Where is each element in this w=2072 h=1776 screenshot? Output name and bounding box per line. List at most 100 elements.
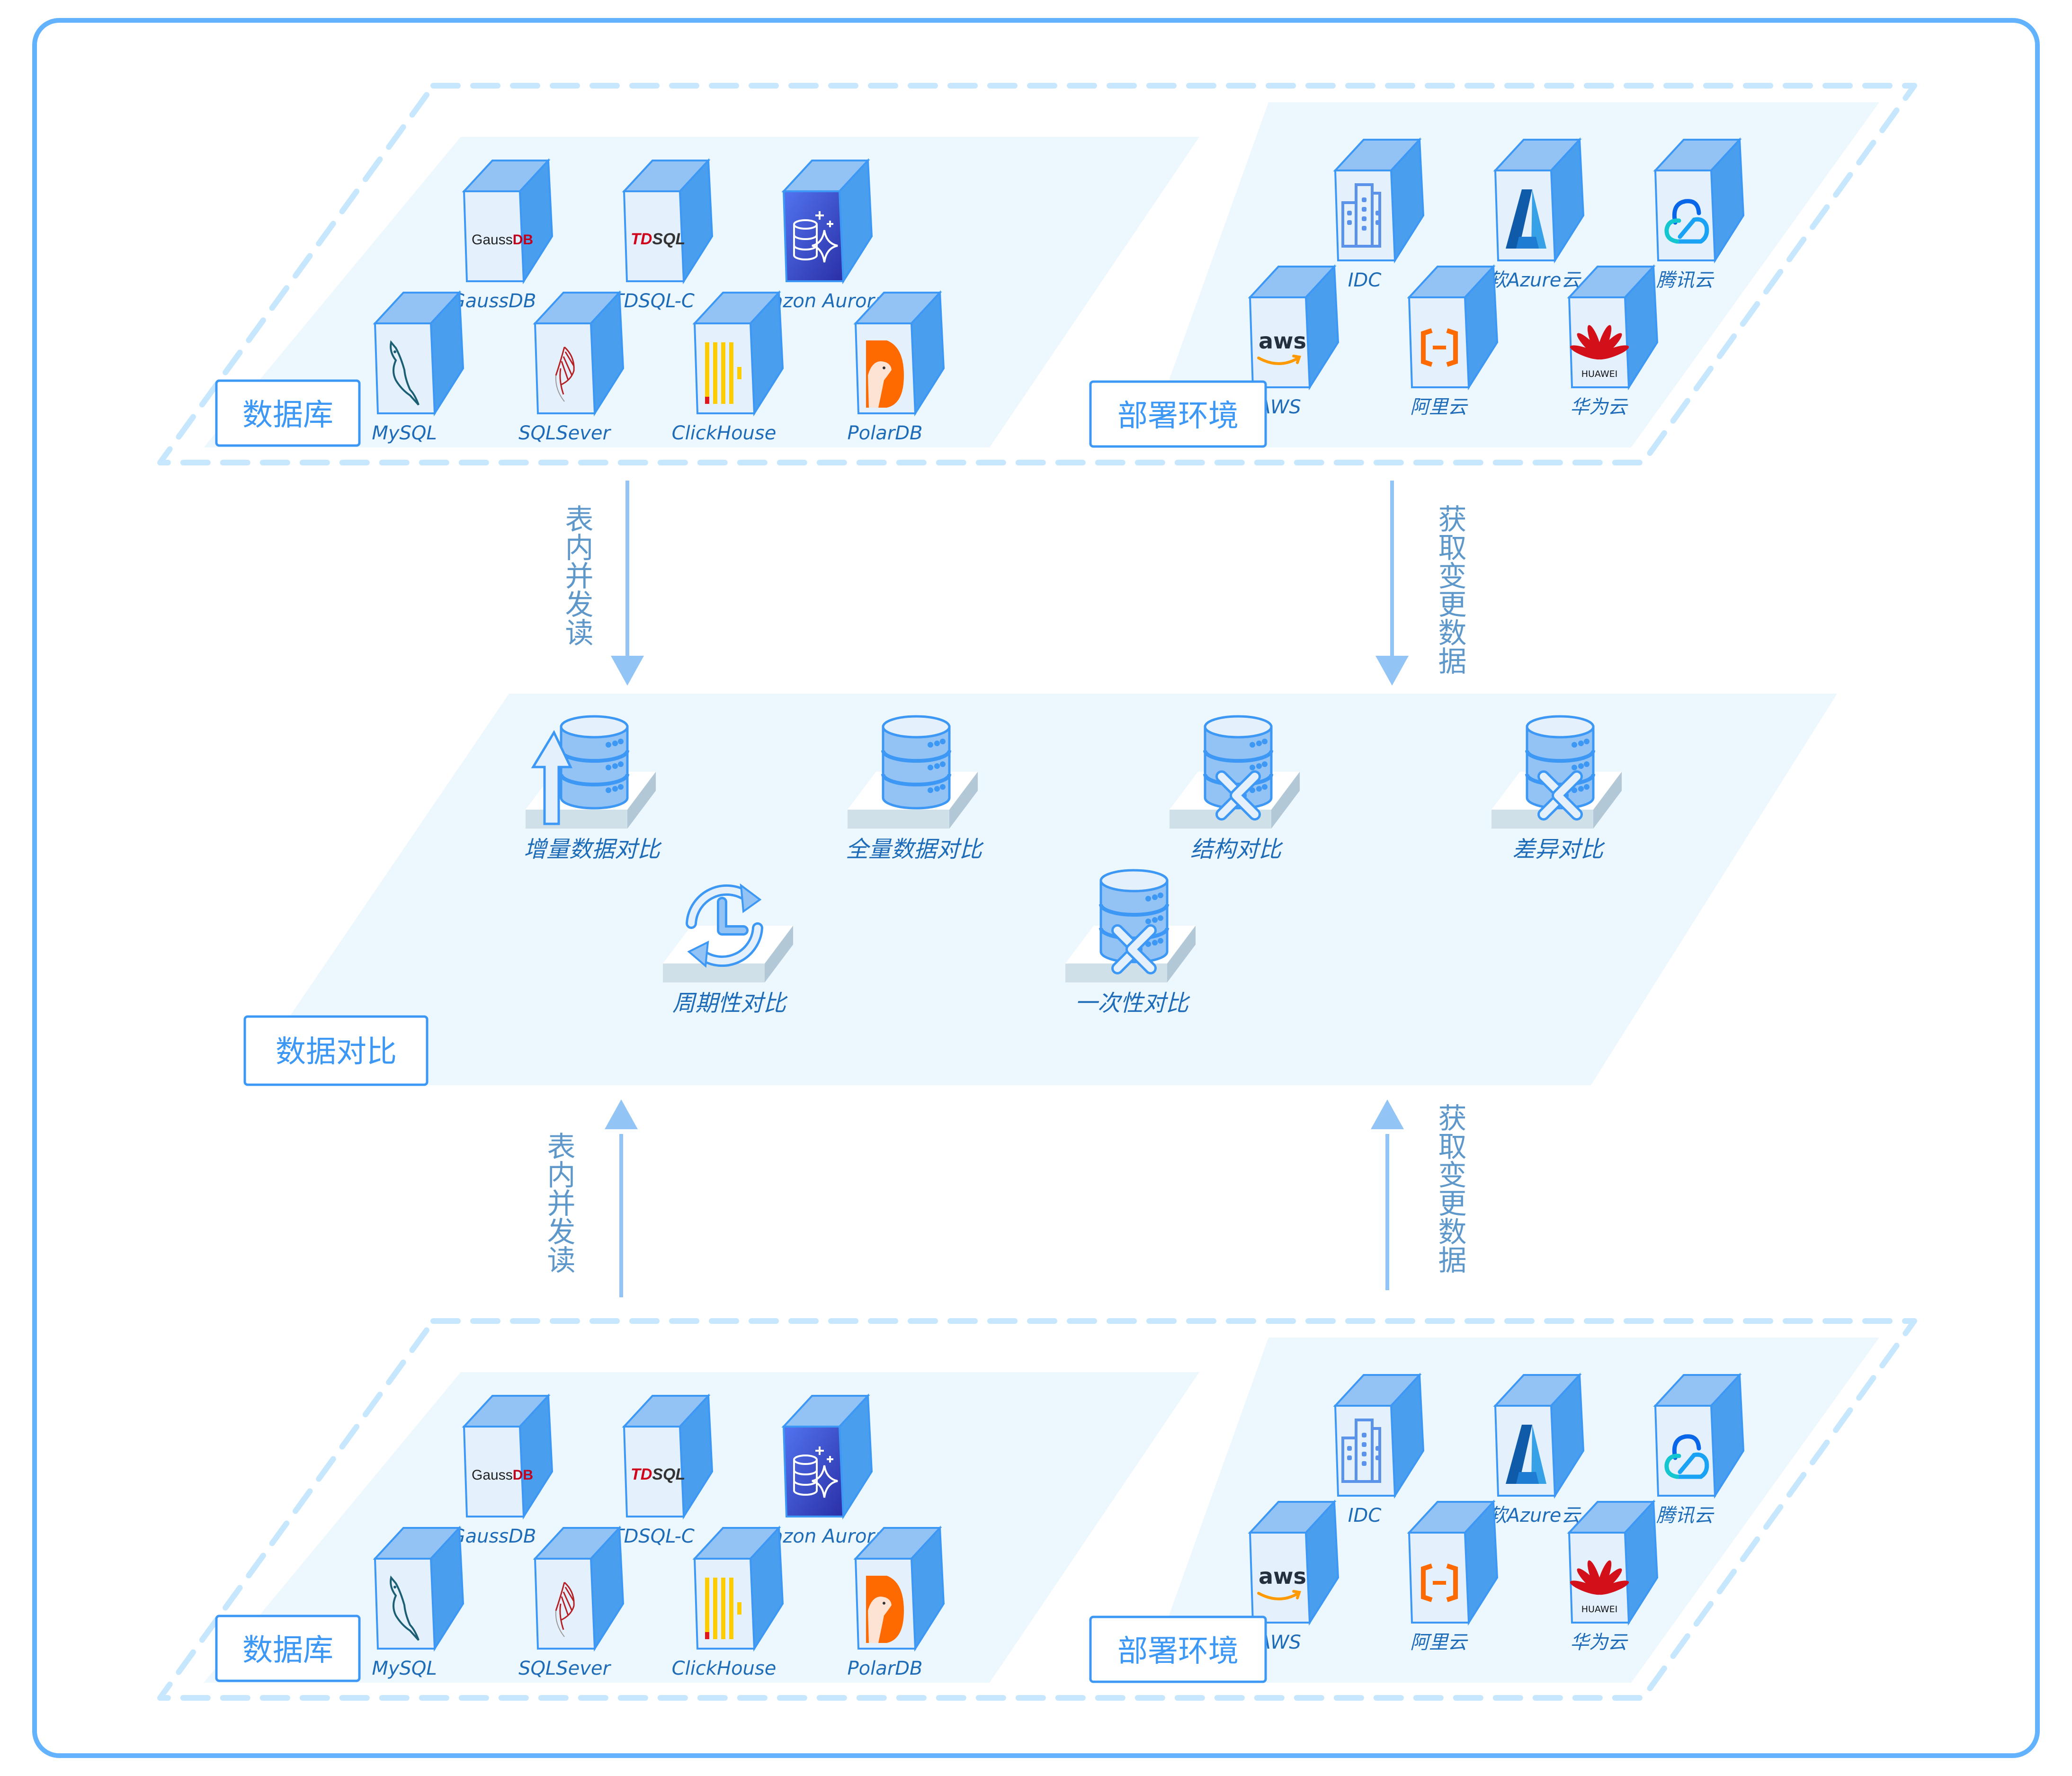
- tile-label: SQLSever: [518, 1658, 611, 1679]
- deployment-label: 部署环境: [1117, 1634, 1239, 1669]
- gaussdb-logo: GaussDB: [472, 1467, 533, 1483]
- aurora-icon: [793, 211, 838, 263]
- tile-sqlserver[interactable]: SQLSever: [518, 292, 624, 444]
- tdsql-logo: TDSQL: [631, 230, 685, 248]
- compare-label: 周期性对比: [672, 990, 788, 1017]
- building-icon: [1341, 1419, 1381, 1483]
- compare-label: 全量数据对比: [846, 836, 984, 863]
- flow-label-bottom-left: 表内并发读: [542, 1132, 575, 1274]
- tile-tdsql[interactable]: TDSQL TDSQL-C: [612, 160, 713, 312]
- tile-mysql-dolphin[interactable]: MySQL: [372, 292, 464, 444]
- tile-tdsql[interactable]: TDSQL TDSQL-C: [612, 1395, 713, 1547]
- huawei-icon: HUAWEI: [1570, 1560, 1629, 1615]
- tile-mysql-dolphin[interactable]: MySQL: [372, 1527, 464, 1679]
- tile-polardb[interactable]: PolarDB: [848, 1527, 945, 1679]
- tile-tencent-cloud[interactable]: 腾讯云: [1654, 1374, 1744, 1526]
- database-label-box: 数据库: [215, 1615, 361, 1682]
- tile-gaussdb[interactable]: GaussDB GaussDB: [451, 160, 553, 312]
- comparison-layer: [243, 694, 1837, 1085]
- comparison-label-box: 数据对比: [243, 1015, 429, 1086]
- tile-label: MySQL: [372, 1658, 437, 1679]
- tdsql-logo-text: TDSQL: [631, 230, 685, 248]
- arrow-up-icon: [605, 1099, 638, 1129]
- tile-building[interactable]: IDC: [1334, 139, 1424, 291]
- comparison-panel: [243, 694, 1837, 1085]
- compare-periodic-cycle[interactable]: 周期性对比: [663, 883, 793, 1017]
- compare-incremental-db[interactable]: 增量数据对比: [524, 716, 662, 863]
- compare-structure-compare[interactable]: 结构对比: [1170, 716, 1300, 863]
- tdsql-logo-text: TDSQL: [631, 1465, 685, 1483]
- mysql-dolphin-icon: [390, 340, 420, 406]
- database-label-box: 数据库: [215, 379, 361, 447]
- compare-label: 差异对比: [1512, 836, 1605, 863]
- comparison-label: 数据对比: [276, 1035, 397, 1070]
- mysql-dolphin-icon: [390, 1575, 420, 1641]
- deployment-label: 部署环境: [1117, 399, 1239, 434]
- tile-label: TDSQL-C: [612, 290, 695, 312]
- tile-clickhouse[interactable]: ClickHouse: [672, 1527, 784, 1679]
- huawei-logo-text: HUAWEI: [1581, 369, 1618, 379]
- azure-icon: [1506, 1425, 1546, 1484]
- gaussdb-logo: GaussDB: [472, 232, 533, 248]
- tile-label: GaussDB: [451, 1526, 536, 1547]
- compare-label: 一次性对比: [1075, 990, 1190, 1017]
- flow-bottom-left: 表内并发读: [542, 1099, 638, 1297]
- building-icon: [1341, 183, 1381, 248]
- tile-label: 腾讯云: [1656, 269, 1715, 291]
- compare-full-db[interactable]: 全量数据对比: [846, 716, 984, 863]
- compare-label: 结构对比: [1190, 836, 1283, 863]
- compare-label: 增量数据对比: [524, 836, 662, 863]
- flow-bottom-right: 获取变更数据: [1371, 1099, 1466, 1290]
- database-cylinder: [883, 716, 949, 808]
- polardb-icon: [866, 1576, 904, 1643]
- gaussdb-logo-text: GaussDB: [472, 1467, 533, 1483]
- flow-top-right: 获取变更数据: [1375, 481, 1466, 686]
- compare-one-time-compare[interactable]: 一次性对比: [1065, 870, 1196, 1017]
- aws-logo-text: aws: [1259, 328, 1306, 354]
- arrow-up-icon: [1371, 1099, 1404, 1129]
- tile-sqlserver[interactable]: SQLSever: [518, 1527, 624, 1679]
- tile-gaussdb[interactable]: GaussDB GaussDB: [451, 1395, 553, 1547]
- tile-polardb[interactable]: PolarDB: [848, 292, 945, 444]
- tile-building[interactable]: IDC: [1334, 1374, 1424, 1526]
- full-db-icon: [883, 716, 949, 808]
- tile-tencent-cloud[interactable]: 腾讯云: [1654, 139, 1744, 291]
- deployment-label-box: 部署环境: [1089, 380, 1267, 448]
- tile-label: ClickHouse: [672, 1658, 777, 1679]
- tile-huawei[interactable]: HUAWEI 华为云: [1568, 1501, 1658, 1653]
- tile-huawei[interactable]: HUAWEI 华为云: [1568, 266, 1658, 418]
- tile-label: 腾讯云: [1656, 1505, 1715, 1526]
- diff-compare-icon: [1527, 716, 1593, 814]
- deployment-label-box: 部署环境: [1089, 1615, 1267, 1683]
- tile-label: SQLSever: [518, 422, 611, 444]
- database-cylinder: [561, 716, 627, 808]
- tencent-cloud-icon: [1664, 1434, 1709, 1479]
- aws-logo-text: aws: [1259, 1563, 1306, 1589]
- tencent-cloud-icon: [1664, 199, 1709, 244]
- tile-label: GaussDB: [451, 290, 536, 312]
- tile-aliyun[interactable]: 阿里云: [1408, 266, 1498, 418]
- tile-label: 华为云: [1570, 1632, 1628, 1653]
- database-label: 数据库: [242, 398, 333, 433]
- arrow-down-icon: [611, 656, 644, 686]
- one-time-compare-icon: [1101, 870, 1167, 968]
- tile-clickhouse[interactable]: ClickHouse: [672, 292, 784, 444]
- gaussdb-logo-text: GaussDB: [472, 232, 533, 248]
- tile-label: ClickHouse: [672, 422, 777, 444]
- polardb-icon: [866, 340, 904, 408]
- top-dashed-boundary: [157, 83, 1917, 465]
- tile-label: 华为云: [1570, 396, 1628, 418]
- clickhouse-icon: [705, 1578, 741, 1639]
- azure-icon: [1506, 189, 1546, 249]
- huawei-logo-text: HUAWEI: [1581, 1604, 1618, 1615]
- tile-label: IDC: [1348, 269, 1382, 291]
- flow-label-top-left: 表内并发读: [560, 504, 593, 646]
- tile-label: IDC: [1348, 1505, 1382, 1526]
- compare-diff-compare[interactable]: 差异对比: [1491, 716, 1622, 863]
- tile-aliyun[interactable]: 阿里云: [1408, 1501, 1498, 1653]
- aliyun-icon: [1421, 1563, 1458, 1602]
- tile-label: 阿里云: [1410, 1632, 1468, 1653]
- tile-label: TDSQL-C: [612, 1526, 695, 1547]
- tdsql-logo: TDSQL: [631, 1465, 685, 1483]
